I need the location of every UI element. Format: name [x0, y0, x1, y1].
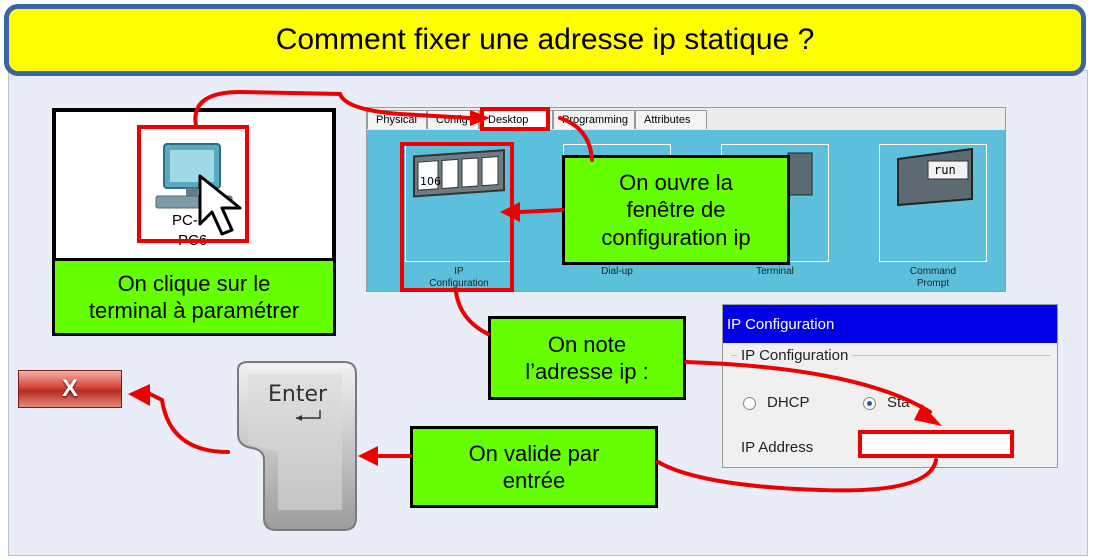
close-button[interactable]: X — [18, 370, 122, 408]
pc-icon[interactable]: PC-P PC6 — [134, 126, 254, 252]
app-label-line: IP — [454, 266, 464, 277]
callout-note-address: On note l’adresse ip : — [488, 316, 686, 400]
run-icon-text: run — [934, 163, 956, 177]
callout-text: configuration ip — [601, 224, 751, 250]
callout-open-window: On ouvre la fenêtre de configuration ip — [562, 155, 790, 265]
callout-text: On clique sur le — [117, 270, 271, 296]
app-label-line: Command — [909, 266, 957, 277]
dhcp-radio[interactable] — [743, 397, 756, 410]
ip-address-label: IP Address — [741, 439, 814, 456]
tab-config[interactable]: Config — [427, 110, 479, 129]
app-command-prompt[interactable]: run — [879, 144, 987, 262]
close-icon: X — [61, 375, 78, 402]
app-label-line: Configuration — [429, 277, 489, 289]
mouse-cursor-icon — [198, 174, 242, 236]
app-terminal[interactable] — [721, 144, 829, 262]
callout-validate: On valide par entrée — [410, 426, 658, 508]
app-label-terminal: Terminal — [756, 266, 794, 277]
callout-text: On note — [547, 331, 627, 357]
tab-programming[interactable]: Programming — [553, 110, 635, 129]
app-label-ip-config: IP Configuration — [405, 266, 513, 289]
enter-key[interactable] — [230, 360, 360, 532]
ip-icon-text: 106 — [420, 175, 441, 188]
callout-text: On ouvre la — [619, 169, 733, 195]
callout-text: terminal à paramétrer — [88, 298, 300, 323]
window-title: IP Configuration — [723, 305, 1057, 343]
callout-text: l’adresse ip : — [525, 359, 649, 384]
enter-key-label: Enter — [268, 382, 328, 407]
app-label-dialup: Dial-up — [601, 266, 633, 277]
page-title: Comment fixer une adresse ip statique ? — [275, 23, 815, 56]
tab-attributes[interactable]: Attributes — [635, 110, 707, 129]
title-banner: Comment fixer une adresse ip statique ? — [4, 4, 1086, 76]
callout-text: entrée — [502, 468, 566, 493]
enter-key-icon — [237, 361, 357, 531]
command-prompt-icon: run — [897, 147, 973, 207]
terminal-icon — [787, 152, 813, 196]
callout-text: On valide par — [468, 440, 600, 466]
dhcp-label: DHCP — [767, 394, 810, 411]
app-label-line: Prompt — [916, 277, 950, 289]
ip-config-highlight — [400, 142, 514, 292]
tab-physical[interactable]: Physical — [367, 110, 427, 129]
computer-icon — [155, 143, 233, 215]
ip-configuration-icon: 106 — [413, 149, 505, 198]
static-label: Sta — [887, 394, 910, 411]
pc-highlight — [137, 125, 249, 243]
tab-desktop[interactable]: Desktop — [479, 110, 553, 129]
callout-text: fenêtre de — [626, 197, 726, 223]
callout-click-terminal: On clique sur le terminal à paramétrer — [52, 258, 336, 336]
desktop-tab-highlight — [480, 107, 550, 131]
static-radio[interactable] — [863, 397, 876, 410]
group-divider — [731, 355, 1051, 356]
ip-address-input[interactable] — [858, 430, 1014, 458]
group-label: IP Configuration — [737, 347, 853, 364]
app-label-command-prompt: Command Prompt — [879, 266, 987, 289]
